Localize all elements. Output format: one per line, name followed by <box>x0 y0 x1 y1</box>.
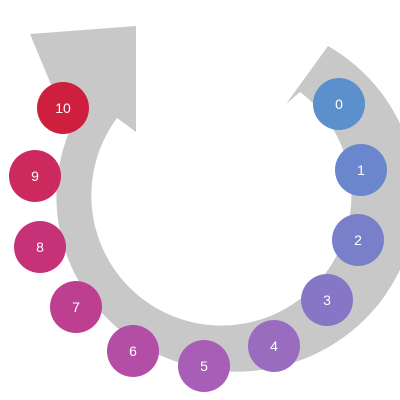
step-label: 6 <box>129 343 137 359</box>
step-circle <box>178 340 230 392</box>
step-node: 9 <box>9 150 61 202</box>
step-circle <box>335 144 387 196</box>
step-node: 4 <box>248 320 300 372</box>
step-circle <box>50 281 102 333</box>
step-label: 10 <box>55 100 71 116</box>
step-circle <box>301 274 353 326</box>
step-circle <box>9 150 61 202</box>
step-label: 1 <box>357 162 365 178</box>
step-node: 6 <box>107 325 159 377</box>
step-circle <box>248 320 300 372</box>
step-label: 5 <box>200 358 208 374</box>
step-node: 3 <box>301 274 353 326</box>
step-node: 0 <box>313 78 365 130</box>
step-node: 5 <box>178 340 230 392</box>
step-circle <box>107 325 159 377</box>
step-node: 8 <box>14 221 66 273</box>
steps-group: 0 1 2 3 4 5 6 7 <box>9 78 387 392</box>
step-label: 7 <box>72 299 80 315</box>
step-label: 8 <box>36 239 44 255</box>
step-circle <box>14 221 66 273</box>
step-circle <box>313 78 365 130</box>
step-label: 4 <box>270 338 278 354</box>
cycle-arrow-shape <box>30 26 400 372</box>
step-node: 7 <box>50 281 102 333</box>
step-label: 3 <box>323 292 331 308</box>
step-label: 9 <box>31 168 39 184</box>
step-circle <box>37 82 89 134</box>
step-node: 10 <box>37 82 89 134</box>
step-label: 2 <box>354 232 362 248</box>
step-circle <box>332 214 384 266</box>
step-node: 2 <box>332 214 384 266</box>
step-label: 0 <box>335 96 343 112</box>
step-node: 1 <box>335 144 387 196</box>
